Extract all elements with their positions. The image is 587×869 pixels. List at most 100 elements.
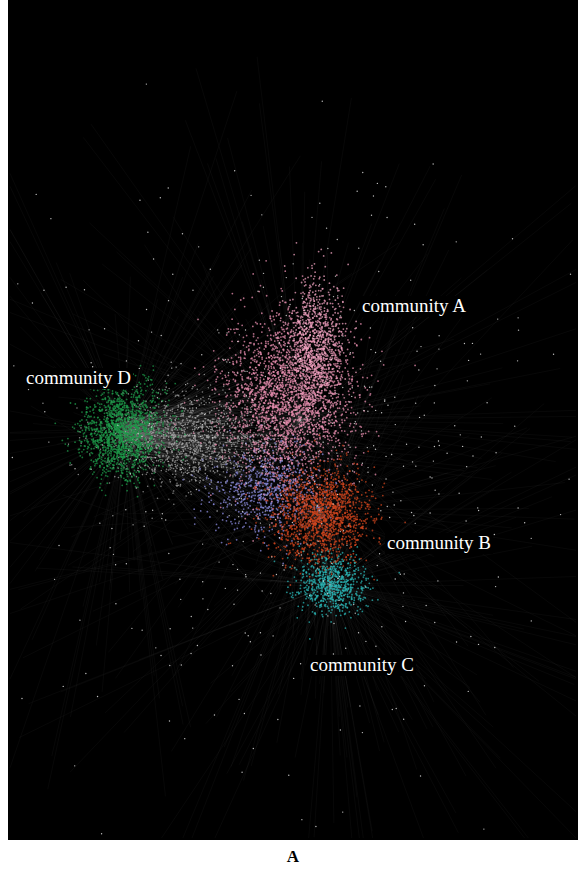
network-node — [191, 388, 193, 390]
network-node — [200, 448, 202, 450]
network-node — [197, 450, 199, 452]
network-node — [192, 459, 194, 461]
network-node — [163, 410, 165, 412]
network-node — [238, 456, 240, 458]
network-node — [195, 449, 197, 451]
network-node — [187, 383, 189, 385]
network-node — [158, 454, 160, 456]
network-node — [149, 467, 151, 469]
network-node — [186, 460, 188, 462]
network-node — [228, 455, 230, 457]
network-node — [209, 426, 211, 428]
network-node — [242, 435, 244, 437]
network-node — [250, 423, 252, 425]
network-node — [200, 437, 202, 439]
network-node — [224, 455, 226, 457]
network-node — [232, 474, 234, 476]
network-node — [261, 438, 263, 440]
network-node — [234, 422, 236, 424]
network-node — [188, 472, 190, 474]
network-node — [212, 463, 214, 465]
network-node — [207, 448, 209, 450]
network-node — [218, 452, 220, 454]
network-node — [190, 491, 192, 493]
network-node — [172, 460, 174, 462]
network-node — [169, 466, 171, 468]
network-node — [165, 427, 167, 429]
network-node — [219, 438, 221, 440]
network-node — [243, 440, 245, 442]
network-node — [250, 407, 252, 409]
network-node — [203, 400, 205, 402]
network-node — [165, 401, 167, 403]
network-node — [185, 391, 187, 393]
network-node — [208, 445, 210, 447]
network-node — [80, 427, 82, 429]
network-node — [255, 427, 257, 429]
network-node — [205, 402, 207, 404]
network-node — [239, 460, 241, 462]
network-node — [227, 423, 229, 425]
network-node — [215, 415, 217, 417]
network-node — [208, 447, 210, 449]
network-node — [244, 404, 246, 406]
network-node — [201, 402, 203, 404]
network-node — [168, 439, 170, 441]
network-node — [170, 449, 172, 451]
network-node — [226, 467, 228, 469]
network-node — [216, 430, 218, 432]
network-node — [249, 438, 251, 440]
network-node — [236, 453, 238, 455]
network-node — [168, 447, 170, 449]
network-node — [151, 445, 153, 447]
network-node — [276, 454, 278, 456]
network-node — [193, 470, 195, 472]
network-node — [193, 445, 195, 447]
network-node — [185, 495, 187, 497]
network-node — [160, 420, 162, 422]
network-node — [184, 440, 186, 442]
network-node — [177, 465, 179, 467]
network-node — [175, 479, 177, 481]
network-node — [205, 488, 207, 490]
network-node — [213, 408, 215, 410]
network-node — [180, 422, 182, 424]
network-node — [198, 444, 200, 446]
network-node — [192, 410, 194, 412]
network-node — [219, 427, 221, 429]
network-node — [230, 442, 232, 444]
network-node — [168, 498, 170, 500]
network-node — [247, 415, 249, 417]
network-node — [109, 482, 111, 484]
network-node — [168, 444, 170, 446]
network-node — [237, 442, 239, 444]
network-node — [142, 474, 144, 476]
network-node — [209, 396, 211, 398]
network-node — [221, 449, 223, 451]
network-node — [179, 467, 181, 469]
network-node — [218, 456, 220, 458]
network-node — [233, 425, 235, 427]
network-node — [194, 417, 196, 419]
network-node — [212, 452, 214, 454]
network-node — [180, 441, 182, 443]
network-node — [204, 473, 206, 475]
network-node — [222, 452, 224, 454]
network-node — [194, 459, 196, 461]
network-node — [225, 392, 227, 394]
network-node — [191, 401, 193, 403]
network-node — [85, 438, 87, 440]
network-node — [180, 453, 182, 455]
network-node — [241, 450, 243, 452]
network-node — [120, 461, 122, 463]
network-node — [169, 468, 171, 470]
network-node — [253, 432, 255, 434]
network-node — [223, 437, 225, 439]
network-node — [208, 442, 210, 444]
network-node — [229, 435, 231, 437]
network-node — [235, 448, 237, 450]
network-node — [218, 410, 220, 412]
network-node — [130, 458, 132, 460]
network-node — [203, 437, 205, 439]
network-node — [176, 482, 178, 484]
